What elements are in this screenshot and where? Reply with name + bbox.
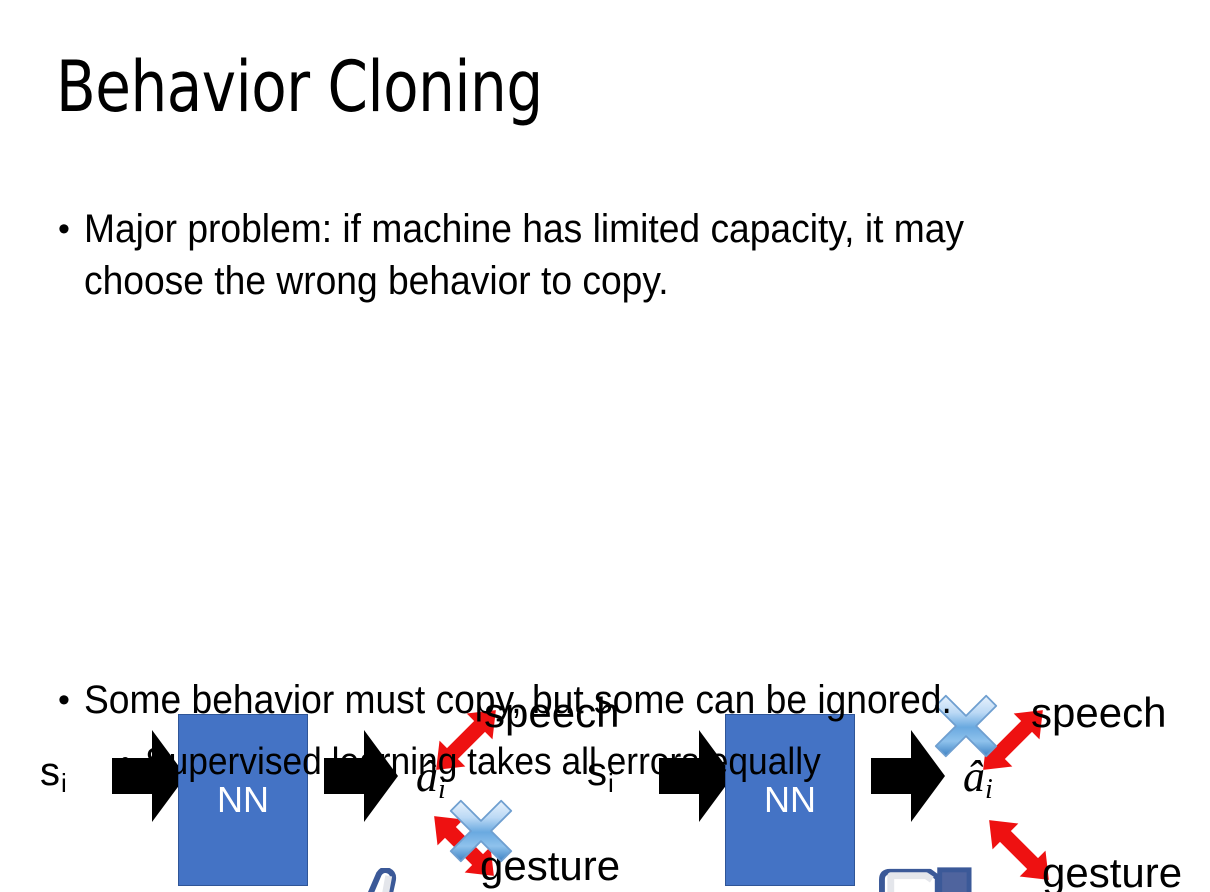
output-action-label-right: âi <box>963 755 993 804</box>
bullet-item-bottom-2: • Supervised learning takes all errors e… <box>120 736 1160 788</box>
output-action-subscript: i <box>438 774 446 805</box>
input-state-subscript: i <box>61 768 67 799</box>
input-state-subscript: i <box>608 768 614 799</box>
output-arrow-icon-right <box>871 730 945 822</box>
input-state-symbol: s <box>587 750 607 794</box>
nn-box-left: NN <box>178 714 308 886</box>
branch-arrow-speech-right <box>965 692 1061 788</box>
nn-box-right: NN <box>725 714 855 886</box>
output-arrow-icon-left <box>324 730 398 822</box>
branch-arrow-speech-left <box>418 692 514 788</box>
cross-out-x-icon-speech-right <box>930 690 1002 762</box>
nn-box-label: NN <box>764 779 816 820</box>
bullet-text-bottom-2: Supervised learning takes all errors equ… <box>144 741 821 783</box>
output-action-symbol: â <box>963 752 985 801</box>
input-state-symbol: s <box>40 750 60 794</box>
branch-label-gesture-right: gesture <box>1042 849 1183 892</box>
bullet-marker-icon: • <box>120 745 131 778</box>
diagram-right: si NN Actor âi speech <box>565 340 1182 892</box>
branch-label-speech-left: speech <box>484 689 620 736</box>
nn-box-label: NN <box>217 779 269 820</box>
diagram-left: si NN Actor âi speech <box>18 340 620 892</box>
bullet-item-bottom-1: • Some behavior must copy, but some can … <box>58 674 1158 726</box>
cross-out-x-icon-gesture-left <box>445 795 517 867</box>
input-arrow-icon-left <box>112 730 186 822</box>
bullet-item-top: • Major problem: if machine has limited … <box>58 203 1118 307</box>
output-action-label-left: âi <box>416 755 446 804</box>
branch-label-speech-right: speech <box>1031 689 1167 736</box>
branch-arrow-gesture-right <box>971 802 1067 892</box>
input-state-label-left: si <box>40 752 67 796</box>
page-title: Behavior Cloning <box>56 46 543 128</box>
input-arrow-icon-right <box>659 730 733 822</box>
output-action-symbol: â <box>416 752 438 801</box>
bullet-marker-icon: • <box>58 681 70 719</box>
thumbs-up-icon-left <box>328 868 426 892</box>
bullet-text-bottom-1: Some behavior must copy, but some can be… <box>83 678 952 722</box>
thumbs-down-icon-right <box>877 862 975 892</box>
input-state-label-right: si <box>587 752 614 796</box>
bullet-marker-icon: • <box>58 210 70 248</box>
bullet-text-top: Major problem: if machine has limited ca… <box>83 207 964 303</box>
output-action-subscript: i <box>985 774 993 805</box>
